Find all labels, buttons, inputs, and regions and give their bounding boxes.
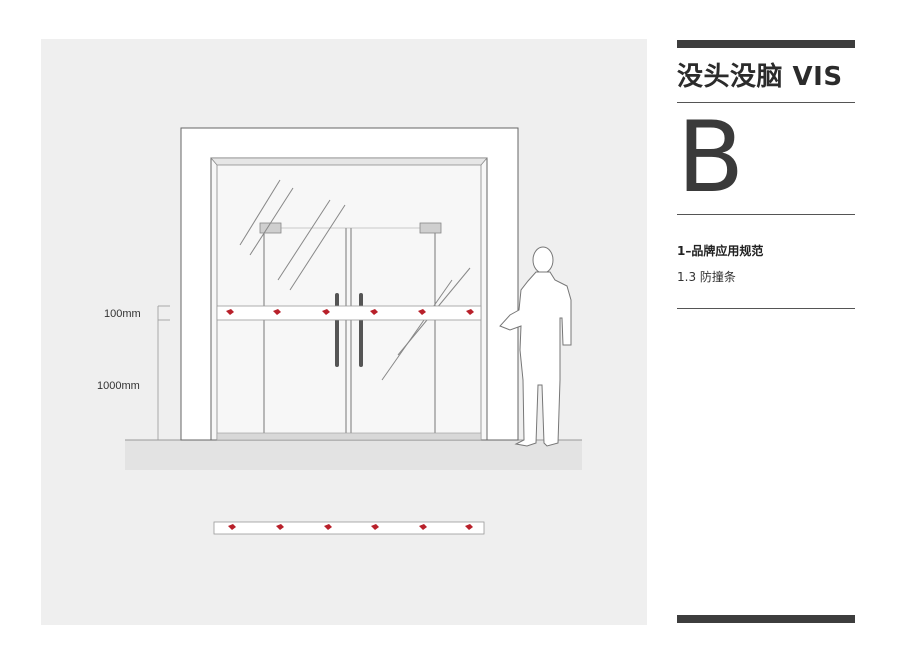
logo-mark-icon — [226, 309, 234, 315]
logo-mark-icon — [418, 309, 426, 315]
stripe-logo-marks — [226, 309, 474, 315]
logo-mark-icon — [322, 309, 330, 315]
logo-mark-icon — [371, 524, 379, 530]
logo-mark-icon — [465, 524, 473, 530]
door-opening — [210, 157, 488, 441]
logo-mark-icon — [276, 524, 284, 530]
floor-slab — [125, 440, 582, 470]
anti-collision-stripe — [216, 305, 482, 321]
item-title: 1.3 防撞条 — [677, 270, 736, 284]
divider — [677, 308, 855, 309]
dimension-label-elevation: 1000mm — [97, 380, 140, 392]
person-silhouette-icon — [499, 246, 572, 447]
door-closer-right — [419, 222, 442, 234]
logo-mark-icon — [273, 309, 281, 315]
threshold — [216, 432, 482, 441]
logo-mark-icon — [228, 524, 236, 530]
door-head — [210, 157, 488, 166]
door-handle-right — [359, 293, 363, 367]
stripe-detail-logos — [228, 524, 473, 530]
section-letter: B — [677, 101, 745, 215]
bottom-rule — [677, 615, 855, 623]
glass-reflection — [239, 179, 281, 246]
stripe-detail — [213, 521, 485, 535]
divider — [677, 102, 855, 103]
logo-mark-icon — [419, 524, 427, 530]
logo-mark-icon — [466, 309, 474, 315]
brand-title: 没头没脑 VIS — [677, 62, 843, 92]
logo-mark-icon — [324, 524, 332, 530]
top-rule — [677, 40, 855, 48]
door-closer-left — [259, 222, 282, 234]
dimension-label-stripe-height: 100mm — [104, 308, 141, 320]
chapter-title: 1–品牌应用规范 — [677, 244, 764, 258]
door-handle-left — [335, 293, 339, 367]
divider — [677, 214, 855, 215]
logo-mark-icon — [370, 309, 378, 315]
